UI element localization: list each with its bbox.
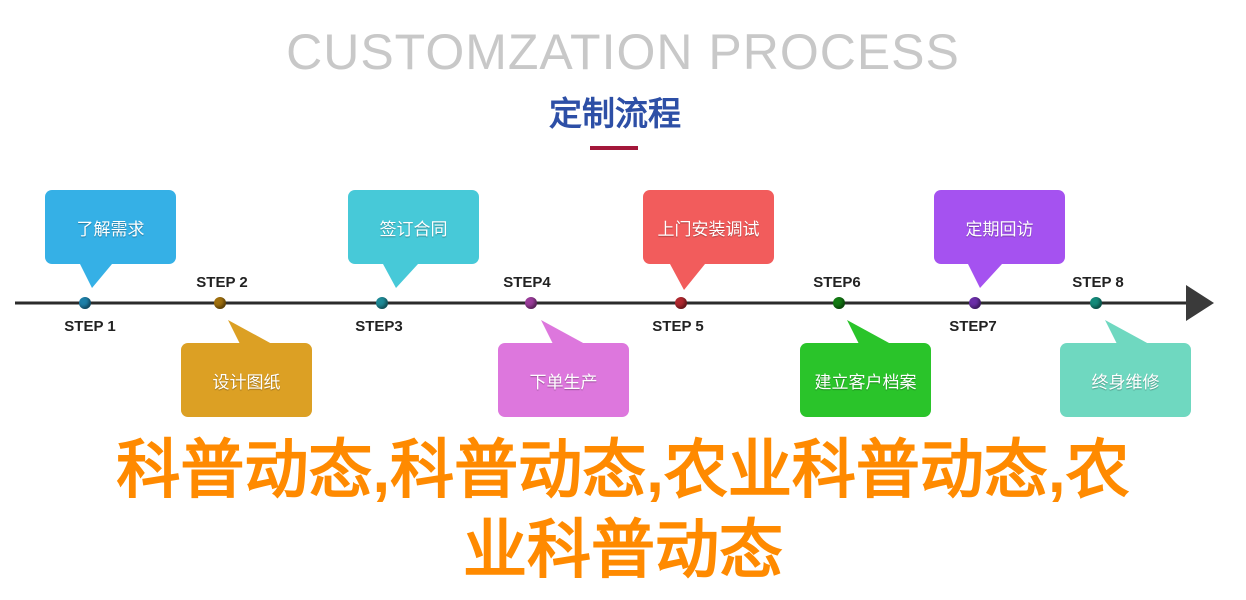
step2-bubble: 设计图纸: [181, 343, 312, 417]
step5-dot: [675, 297, 687, 309]
title-divider: [590, 146, 638, 150]
step4-bubble: 下单生产: [498, 343, 629, 417]
bubble-tail-step8: [1105, 320, 1149, 344]
bubble-tail-step7: [968, 264, 1002, 288]
timeline-arrowhead-icon: [1186, 285, 1214, 321]
step6-dot: [833, 297, 845, 309]
step7-label: STEP7: [949, 318, 997, 335]
english-title: CUSTOMZATION PROCESS: [286, 24, 960, 80]
step3-dot: [376, 297, 388, 309]
step5-label: STEP 5: [652, 318, 704, 335]
bubble-tail-step4: [541, 320, 585, 344]
step4-dot: [525, 297, 537, 309]
step6-label: STEP6: [813, 274, 861, 291]
step3-label: STEP3: [355, 318, 403, 335]
bubble-tail-step5: [670, 264, 705, 290]
step7-bubble: 定期回访: [934, 190, 1065, 264]
step5-bubble: 上门安装调试: [643, 190, 774, 264]
step8-bubble: 终身维修: [1060, 343, 1191, 417]
overlay-text-line1: 科普动态,科普动态,农业科普动态,农: [116, 434, 1130, 506]
step4-label: STEP4: [503, 274, 551, 291]
step1-label: STEP 1: [64, 318, 116, 335]
step1-dot: [79, 297, 91, 309]
bubble-tail-step3: [383, 264, 418, 288]
bubble-tail-step1: [80, 264, 112, 288]
chinese-title: 定制流程: [549, 95, 681, 132]
step8-label: STEP 8: [1072, 274, 1124, 291]
step7-dot: [969, 297, 981, 309]
bubble-tail-step2: [228, 320, 272, 344]
step2-dot: [214, 297, 226, 309]
overlay-text-line2: 业科普动态: [463, 514, 783, 586]
step3-bubble: 签订合同: [348, 190, 479, 264]
step1-bubble: 了解需求: [45, 190, 176, 264]
step6-bubble: 建立客户档案: [800, 343, 931, 417]
step2-label: STEP 2: [196, 274, 248, 291]
timeline-graphic: [15, 264, 1214, 344]
bubble-tail-step6: [847, 320, 891, 344]
step8-dot: [1090, 297, 1102, 309]
